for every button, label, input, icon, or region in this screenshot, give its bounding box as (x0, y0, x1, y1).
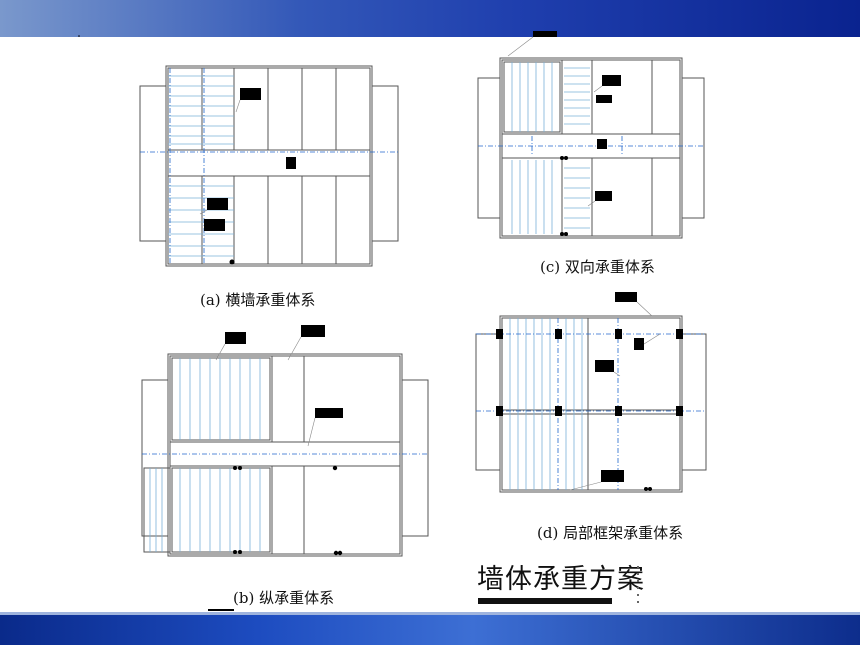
caption-d: (d) 局部框架承重体系 (537, 524, 684, 542)
slide-title: 墙体承重方案 (477, 564, 645, 595)
plan-b-longitudinal-wall (141, 325, 429, 557)
caption-a: (a) 横墙承重体系 (200, 291, 316, 309)
caption-c: (c) 双向承重体系 (540, 258, 655, 276)
plan-a-transverse-wall (139, 65, 399, 267)
caption-b: (b) 纵承重体系 (233, 589, 335, 607)
top-header-band (0, 0, 860, 37)
bottom-footer-band (0, 612, 860, 645)
plan-c-two-way (477, 31, 705, 239)
dotted-marker (637, 566, 639, 606)
title-underline (478, 598, 612, 604)
dot-mark (78, 35, 80, 37)
underline-mark (208, 609, 234, 611)
slide-canvas (0, 37, 860, 612)
plan-d-partial-frame (475, 292, 707, 493)
